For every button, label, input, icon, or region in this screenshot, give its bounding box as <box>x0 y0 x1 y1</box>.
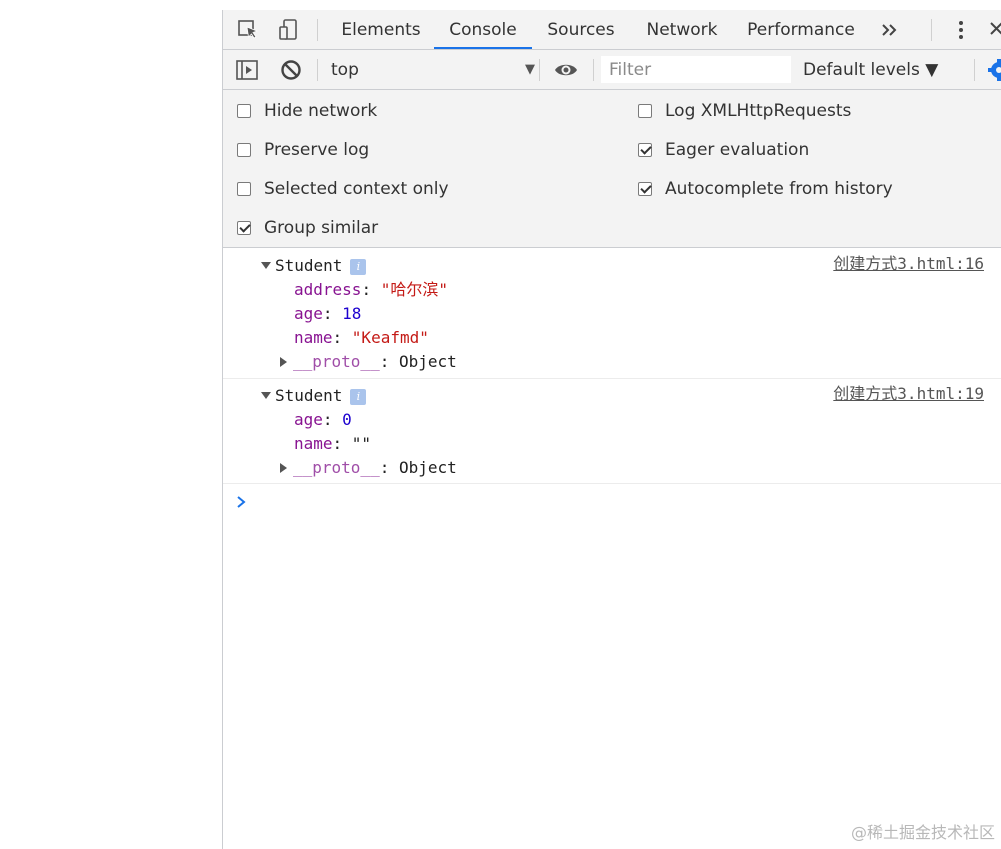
property-value: "哈尔滨" <box>380 280 448 299</box>
object-header[interactable]: Student i <box>261 254 367 278</box>
tab-sources[interactable]: Sources <box>547 20 615 40</box>
chevron-down-icon: ▼ <box>525 62 535 77</box>
eager-evaluation-checkbox[interactable] <box>638 143 652 157</box>
clear-console-icon[interactable] <box>279 58 303 82</box>
object-property: name: "Keafmd" <box>294 328 429 347</box>
tab-network[interactable]: Network <box>646 20 718 40</box>
property-key: address <box>294 280 362 299</box>
property-key: age <box>294 410 323 429</box>
tab-performance[interactable]: Performance <box>747 20 855 40</box>
property-key: name <box>294 328 333 347</box>
object-property: address: "哈尔滨" <box>294 280 448 299</box>
close-icon[interactable] <box>987 18 1001 42</box>
proto-property[interactable]: __proto__: Object <box>280 350 457 374</box>
log-xhr-checkbox[interactable] <box>638 104 652 118</box>
proto-key: __proto__ <box>293 458 380 477</box>
show-sidebar-icon[interactable] <box>235 58 259 82</box>
object-property: age: 18 <box>294 304 362 323</box>
property-key: age <box>294 304 323 323</box>
property-key: name <box>294 434 333 453</box>
console-message: Student i 创建方式3.html:16 address: "哈尔滨" ag… <box>223 248 1001 379</box>
group-similar-checkbox[interactable] <box>237 221 251 235</box>
info-icon[interactable]: i <box>350 389 367 405</box>
proto-value: Object <box>398 352 457 371</box>
proto-value: Object <box>398 458 457 477</box>
property-value: "" <box>351 434 372 453</box>
autocomplete-history-checkbox[interactable] <box>638 182 652 196</box>
selected-context-only-checkbox[interactable] <box>237 182 251 196</box>
source-link[interactable]: 创建方式3.html:19 <box>833 384 984 403</box>
filter-input[interactable] <box>601 56 791 83</box>
tab-console[interactable]: Console <box>434 10 532 49</box>
toolbar-divider <box>317 59 318 81</box>
console-output: Student i 创建方式3.html:16 address: "哈尔滨" ag… <box>223 248 1001 484</box>
object-header[interactable]: Student i <box>261 384 367 408</box>
device-toolbar-icon[interactable] <box>277 18 301 42</box>
live-expression-eye-icon[interactable] <box>554 58 578 82</box>
devtools-panel: Elements Console Sources Network Perform… <box>222 10 1001 849</box>
console-settings-gear-icon[interactable] <box>987 58 1001 82</box>
object-property: name: "" <box>294 434 372 453</box>
tabbar-divider <box>317 19 318 41</box>
selected-context-only-label: Selected context only <box>264 179 449 199</box>
inspect-element-icon[interactable] <box>237 18 261 42</box>
console-prompt-chevron-icon[interactable] <box>235 494 247 513</box>
toolbar-divider-4 <box>974 59 975 81</box>
log-xhr-label: Log XMLHttpRequests <box>665 101 852 121</box>
preserve-log-checkbox[interactable] <box>237 143 251 157</box>
autocomplete-history-label: Autocomplete from history <box>665 179 893 199</box>
collapse-triangle-icon[interactable] <box>280 357 287 367</box>
proto-property[interactable]: __proto__: Object <box>280 456 457 480</box>
preserve-log-label: Preserve log <box>264 140 370 160</box>
more-tabs-icon[interactable] <box>878 18 902 42</box>
toolbar-divider-3 <box>593 59 594 81</box>
object-class-name: Student <box>275 256 343 275</box>
property-value: 18 <box>342 304 362 323</box>
eager-evaluation-label: Eager evaluation <box>665 140 810 160</box>
hide-network-label: Hide network <box>264 101 378 121</box>
property-value: "Keafmd" <box>351 328 429 347</box>
console-toolbar: top ▼ Default levels ▼ <box>223 50 1001 90</box>
object-class-name: Student <box>275 386 343 405</box>
context-label: top <box>331 60 359 80</box>
console-settings-panel: Hide network Preserve log Selected conte… <box>223 90 1001 248</box>
log-levels-dropdown[interactable]: Default levels ▼ <box>803 60 939 80</box>
page-blank-area <box>0 0 222 849</box>
toolbar-divider-2 <box>539 59 540 81</box>
hide-network-checkbox[interactable] <box>237 104 251 118</box>
object-property: age: 0 <box>294 410 352 429</box>
info-icon[interactable]: i <box>350 259 367 275</box>
customize-menu-icon[interactable] <box>949 18 973 42</box>
expand-triangle-icon[interactable] <box>261 392 271 399</box>
console-message: Student i 创建方式3.html:19 age: 0 name: "" _… <box>223 379 1001 484</box>
context-selector[interactable]: top ▼ <box>331 50 535 89</box>
tabbar-divider-right <box>931 19 932 41</box>
proto-key: __proto__ <box>293 352 380 371</box>
expand-triangle-icon[interactable] <box>261 262 271 269</box>
devtools-tabbar: Elements Console Sources Network Perform… <box>223 10 1001 50</box>
watermark: @稀土掘金技术社区 <box>850 823 995 842</box>
source-link[interactable]: 创建方式3.html:16 <box>833 254 984 273</box>
property-value: 0 <box>342 410 352 429</box>
group-similar-label: Group similar <box>264 218 379 238</box>
collapse-triangle-icon[interactable] <box>280 463 287 473</box>
tab-elements[interactable]: Elements <box>341 20 421 40</box>
